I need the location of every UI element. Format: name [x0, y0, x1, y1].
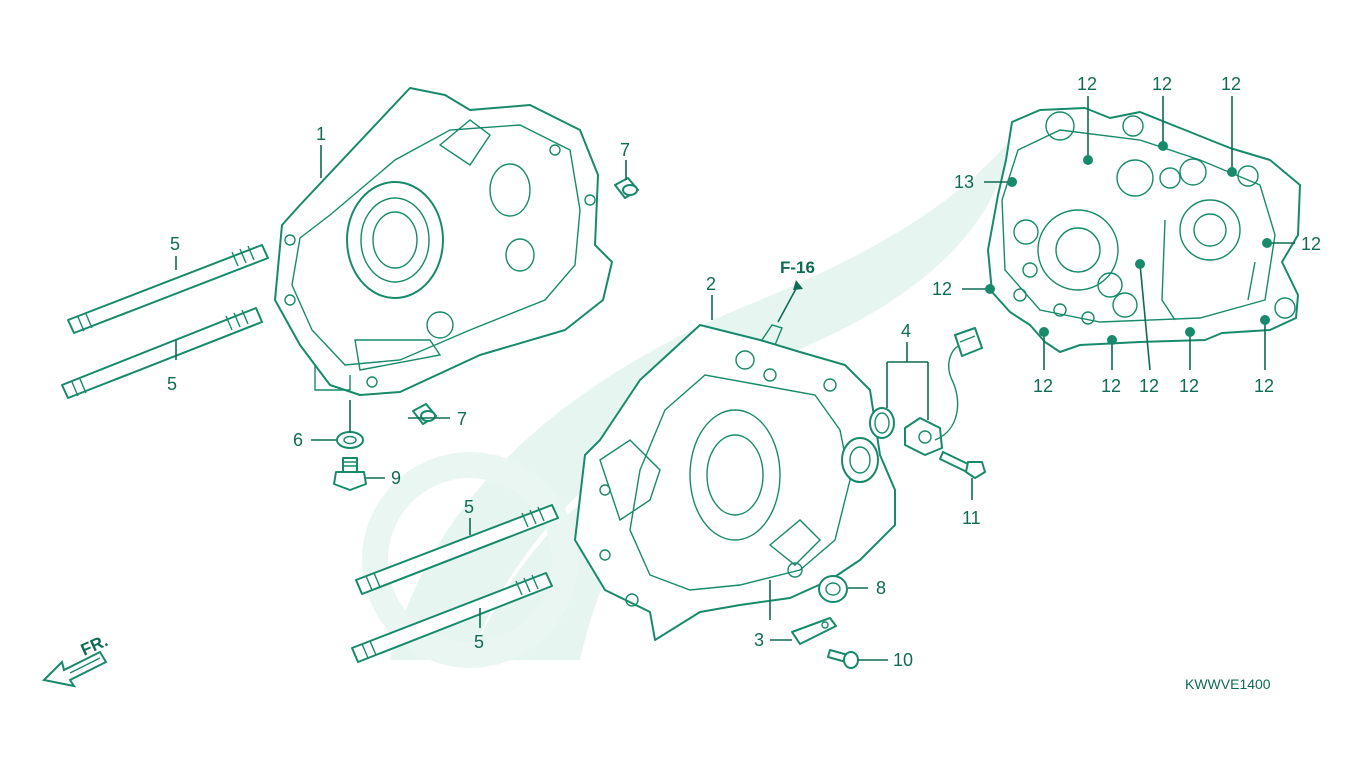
- callout-12h: 12: [1139, 376, 1159, 396]
- callout-12d: 12: [1301, 234, 1321, 254]
- right-crankcase: [574, 324, 896, 641]
- callout-4: 4: [901, 321, 911, 341]
- stud-bolt-upper-center: [355, 504, 559, 595]
- diagram-code: KWWVE1400: [1185, 676, 1271, 692]
- callout-1: 1: [316, 124, 326, 144]
- callout-5b: 5: [167, 374, 177, 394]
- callout-8: 8: [876, 578, 886, 598]
- callout-11: 11: [962, 508, 981, 528]
- callout-12b: 12: [1152, 74, 1172, 94]
- stud-bolt-upper-left: [67, 244, 269, 334]
- callout-6: 6: [293, 430, 303, 450]
- setting-plate-bolt: [827, 649, 859, 669]
- callout-3: 3: [754, 630, 764, 650]
- stud-bolt-lower-center: [351, 572, 553, 663]
- callout-5c: 5: [464, 497, 474, 517]
- sealing-washer: [336, 431, 364, 449]
- callout-5d: 5: [474, 632, 484, 652]
- callout-2: 2: [706, 274, 716, 294]
- neutral-switch-assy: [869, 327, 983, 456]
- callout-labels: 1 2 3 4 5 5 5 5 6 7 7 8 9 10 11 12 12 12…: [167, 74, 1321, 670]
- callout-12i: 12: [1179, 376, 1199, 396]
- callout-12a: 12: [1077, 74, 1097, 94]
- ref-pointer: F-16: [777, 258, 815, 323]
- front-label: FR.: [78, 631, 111, 659]
- crankcase-gasket: [987, 107, 1301, 353]
- fastener-points: [985, 141, 1272, 345]
- callout-12f: 12: [1033, 376, 1053, 396]
- callout-9: 9: [391, 468, 401, 488]
- left-crankcase: [274, 87, 613, 396]
- callout-7b: 7: [457, 409, 467, 429]
- flange-bolt: [939, 451, 986, 479]
- leader-lines: [175, 96, 1295, 661]
- callout-12c: 12: [1221, 74, 1241, 94]
- stud-bolt-lower-left: [61, 307, 263, 399]
- drain-bolt: [333, 457, 367, 491]
- callout-12e: 12: [932, 279, 952, 299]
- callout-12j: 12: [1254, 376, 1274, 396]
- ref-label: F-16: [780, 258, 815, 277]
- oil-seal: [818, 575, 848, 603]
- dowel-pin-upper: [614, 177, 639, 199]
- front-arrow: FR.: [41, 631, 111, 688]
- dowel-pin-lower: [412, 403, 437, 425]
- callout-13: 13: [954, 172, 974, 192]
- setting-plate: [791, 617, 837, 645]
- callout-7a: 7: [620, 140, 630, 160]
- callout-12g: 12: [1101, 376, 1121, 396]
- callout-10: 10: [893, 650, 913, 670]
- callout-5a: 5: [170, 234, 180, 254]
